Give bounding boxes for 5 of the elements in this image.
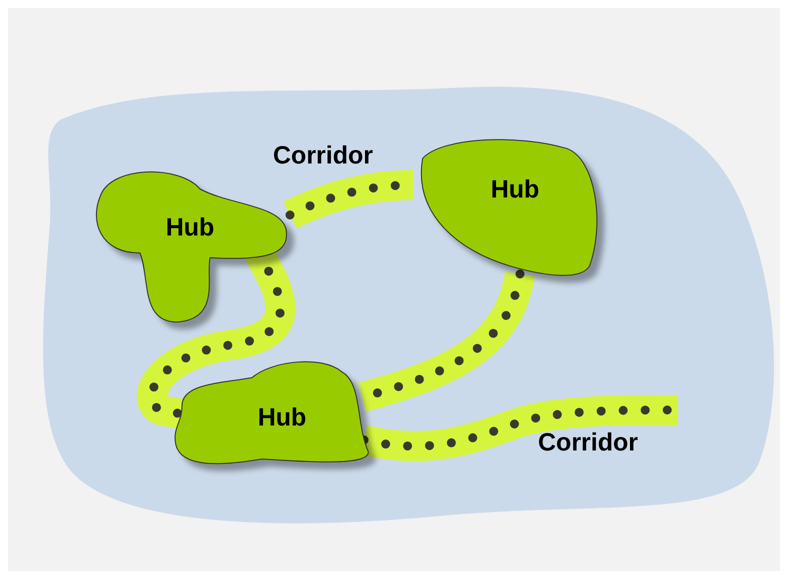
edge-label: Corridor bbox=[538, 428, 638, 458]
edge-label: Corridor bbox=[273, 142, 373, 170]
hub-label: Hub bbox=[258, 404, 306, 432]
hub-label: Hub bbox=[166, 214, 214, 242]
hub-label: Hub bbox=[490, 176, 540, 204]
